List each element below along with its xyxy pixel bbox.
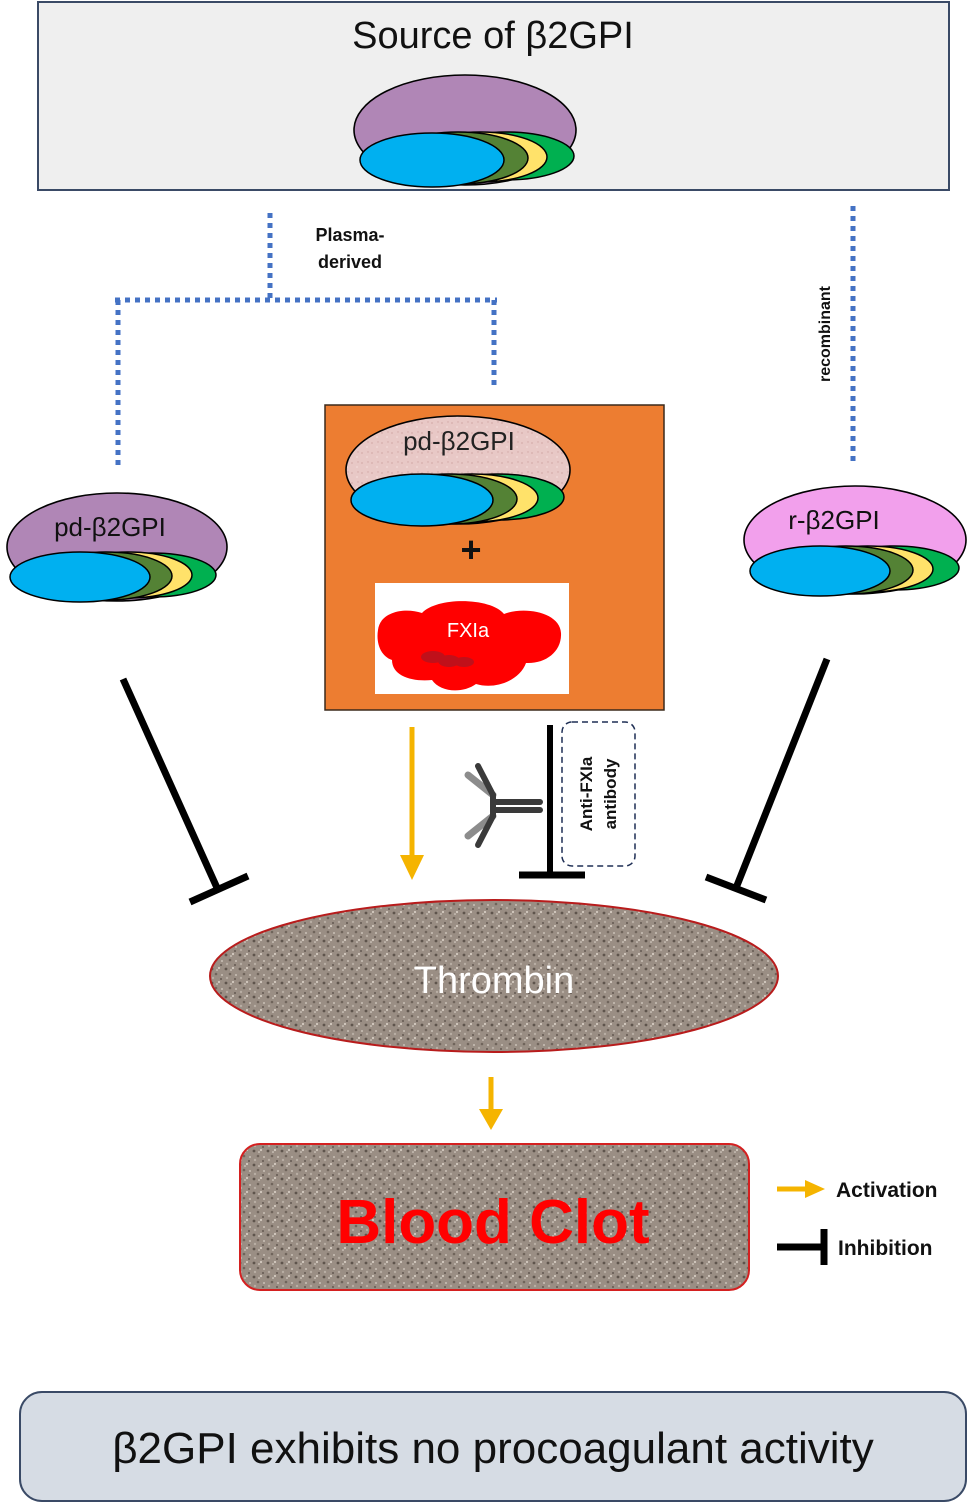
complex-activation-arrow xyxy=(400,727,424,880)
legend-activation-label: Activation xyxy=(836,1179,938,1202)
antibody-icon xyxy=(464,763,543,848)
thrombin-label: Thrombin xyxy=(414,960,575,1002)
antibody-inhibition: Anti-FXIa antibody xyxy=(464,721,636,879)
recombinant-label: recombinant xyxy=(817,285,834,382)
thrombin-activation-arrow xyxy=(479,1077,503,1130)
conclusion-banner: β2GPI exhibits no procoagulant activity xyxy=(19,1391,967,1502)
source-panel-title: Source of β2GPI xyxy=(352,15,634,57)
plasma-derived-connector xyxy=(115,213,497,468)
pd-b2gpi-center-label: pd-β2GPI xyxy=(403,426,515,456)
legend-inhibition-icon xyxy=(777,1229,828,1265)
source-panel: Source of β2GPI xyxy=(37,1,950,191)
r-b2gpi-inhibition-arrow xyxy=(704,657,831,904)
fxia-enzyme-shape xyxy=(377,601,562,691)
thrombin-node: Thrombin xyxy=(209,899,779,1053)
antibody-label-box xyxy=(561,721,636,867)
legend: Activation Inhibition xyxy=(777,1179,938,1265)
pd-b2gpi-inhibition-arrow xyxy=(119,677,250,906)
r-b2gpi-label: r-β2GPI xyxy=(788,505,880,535)
pd-b2gpi-fxia-complex-box: pd-β2GPI + FXIa xyxy=(324,404,665,711)
pd-b2gpi-center-protein: pd-β2GPI xyxy=(345,415,571,527)
conclusion-text: β2GPI exhibits no procoagulant activity xyxy=(112,1424,874,1473)
pd-b2gpi-left-protein: pd-β2GPI xyxy=(6,492,228,603)
antibody-label-line2: antibody xyxy=(601,758,620,829)
blood-clot-label: Blood Clot xyxy=(336,1188,649,1257)
beta2gpi-source-protein xyxy=(353,74,577,188)
fxia-label: FXIa xyxy=(447,620,490,642)
plasma-derived-label-line1: Plasma- xyxy=(315,225,384,245)
antibody-label-line1: Anti-FXIa xyxy=(577,756,596,831)
plus-sign: + xyxy=(460,529,481,570)
plasma-derived-label-line2: derived xyxy=(318,252,382,272)
r-b2gpi-protein: r-β2GPI xyxy=(743,485,967,597)
blood-clot-node: Blood Clot xyxy=(239,1143,750,1291)
legend-inhibition-label: Inhibition xyxy=(838,1237,932,1260)
legend-activation-icon xyxy=(777,1180,825,1198)
pd-b2gpi-left-label: pd-β2GPI xyxy=(54,512,166,542)
